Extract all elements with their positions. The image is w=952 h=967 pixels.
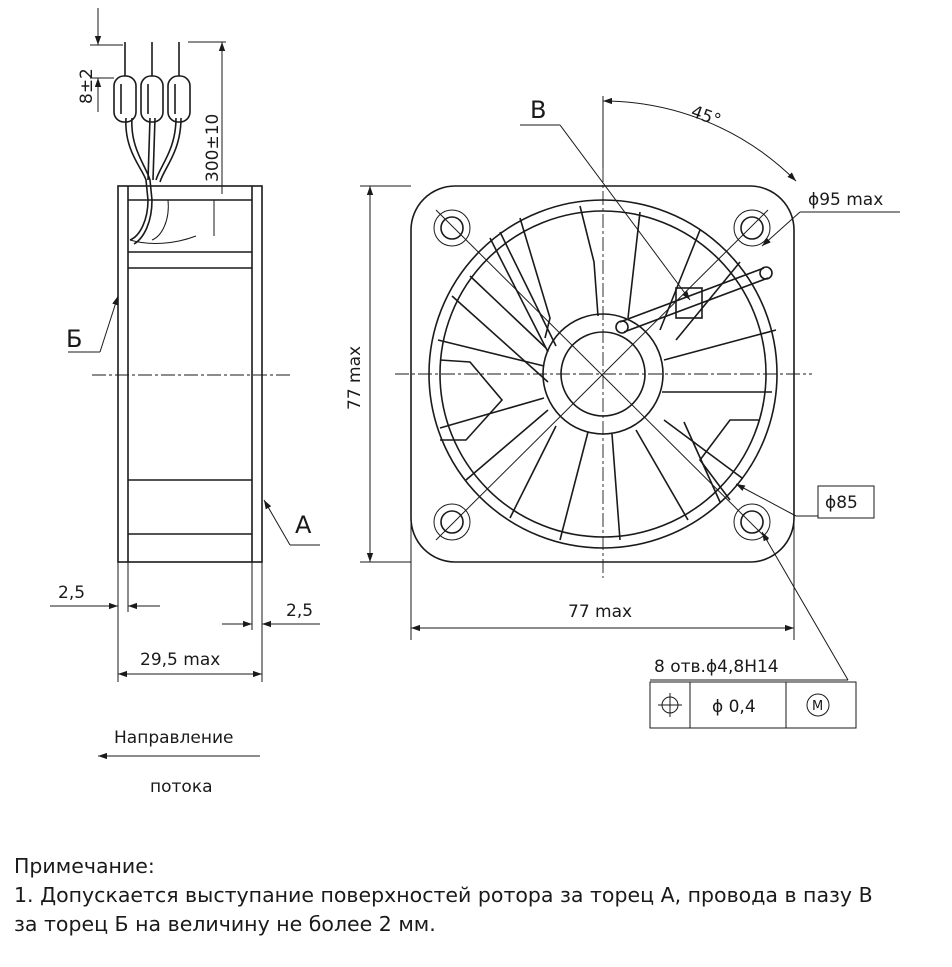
flange-right-label: 2,5 bbox=[286, 601, 313, 621]
dia-outer-label: ϕ95 max bbox=[808, 190, 883, 210]
lead-wires bbox=[125, 117, 215, 245]
tolerance-modifier: M bbox=[812, 699, 823, 714]
note-block: Примечание: 1. Допускается выступание по… bbox=[14, 852, 944, 939]
tolerance-value: ϕ 0,4 bbox=[712, 697, 756, 717]
wire-length-label: 300±10 bbox=[203, 114, 223, 182]
depth-label: 29,5 max bbox=[140, 650, 220, 670]
flow-label-line1: Направление bbox=[114, 728, 234, 748]
flange-left-label: 2,5 bbox=[58, 583, 85, 603]
note-line-2: за торец Б на величину не более 2 мм. bbox=[14, 912, 436, 936]
terminals bbox=[113, 42, 191, 123]
mounting-holes bbox=[433, 209, 771, 541]
height-label: 77 max bbox=[345, 346, 365, 410]
flow-label-line2: потока bbox=[150, 777, 213, 797]
front-view bbox=[395, 168, 812, 578]
holes-label: 8 отв.ϕ4,8H14 bbox=[654, 657, 779, 677]
angle-label: 45° bbox=[688, 102, 723, 131]
groove-v-label: В bbox=[530, 96, 546, 124]
wire-pitch-label: 8±2 bbox=[77, 68, 97, 104]
struts bbox=[437, 205, 777, 541]
max-material-icon bbox=[806, 693, 830, 717]
face-a-label: А bbox=[295, 511, 312, 539]
note-line-1: 1. Допускается выступание поверхностей р… bbox=[14, 883, 873, 907]
width-label: 77 max bbox=[568, 602, 632, 622]
position-tolerance-frame: ϕ 0,4 M bbox=[649, 681, 857, 729]
side-view: 8±2 300±10 Б А 2,5 2,5 29,5 max Направле… bbox=[50, 8, 320, 797]
side-housing bbox=[117, 185, 263, 563]
dia-inner-label: ϕ85 bbox=[825, 493, 858, 513]
face-b-label: Б bbox=[66, 325, 82, 353]
fan-drawing: 8±2 300±10 Б А 2,5 2,5 29,5 max Направле… bbox=[50, 8, 900, 797]
dia-inner-frame bbox=[817, 485, 875, 519]
note-title: Примечание: bbox=[14, 854, 155, 878]
